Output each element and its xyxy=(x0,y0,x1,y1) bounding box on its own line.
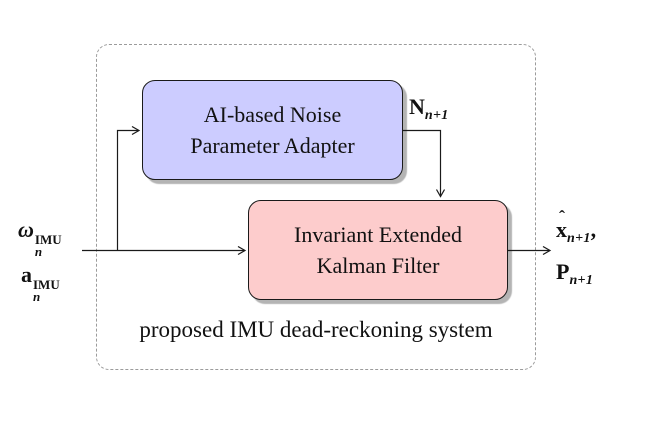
block-invariant-ekf: Invariant Extended Kalman Filter xyxy=(248,200,508,300)
block-ai-noise-adapter: AI-based Noise Parameter Adapter xyxy=(142,80,403,180)
covariance-subscript: n+1 xyxy=(569,273,594,288)
system-caption: proposed IMU dead-reckoning system xyxy=(139,317,493,342)
noise-subscript: n+1 xyxy=(424,108,449,123)
state-subscript: n+1 xyxy=(567,231,591,246)
noise-params-label: Nn+1 xyxy=(409,90,449,132)
covariance-symbol: P xyxy=(556,259,570,284)
output-covariance-label: Pn+1 xyxy=(556,255,596,297)
system-boundary-frame xyxy=(96,44,536,370)
state-symbol: x xyxy=(556,217,567,242)
block-ai-noise-adapter-label-line2: Parameter Adapter xyxy=(190,133,355,158)
noise-symbol: N xyxy=(409,94,425,119)
block-invariant-ekf-label-line2: Kalman Filter xyxy=(316,253,440,278)
omega-symbol: ω xyxy=(18,217,34,242)
block-ai-noise-adapter-label-line1: AI-based Noise xyxy=(203,102,342,127)
accel-symbol: a xyxy=(21,262,32,287)
block-invariant-ekf-label-line1: Invariant Extended xyxy=(294,222,462,247)
hat-accent: ˆ xyxy=(559,207,565,227)
state-comma: , xyxy=(590,217,597,242)
